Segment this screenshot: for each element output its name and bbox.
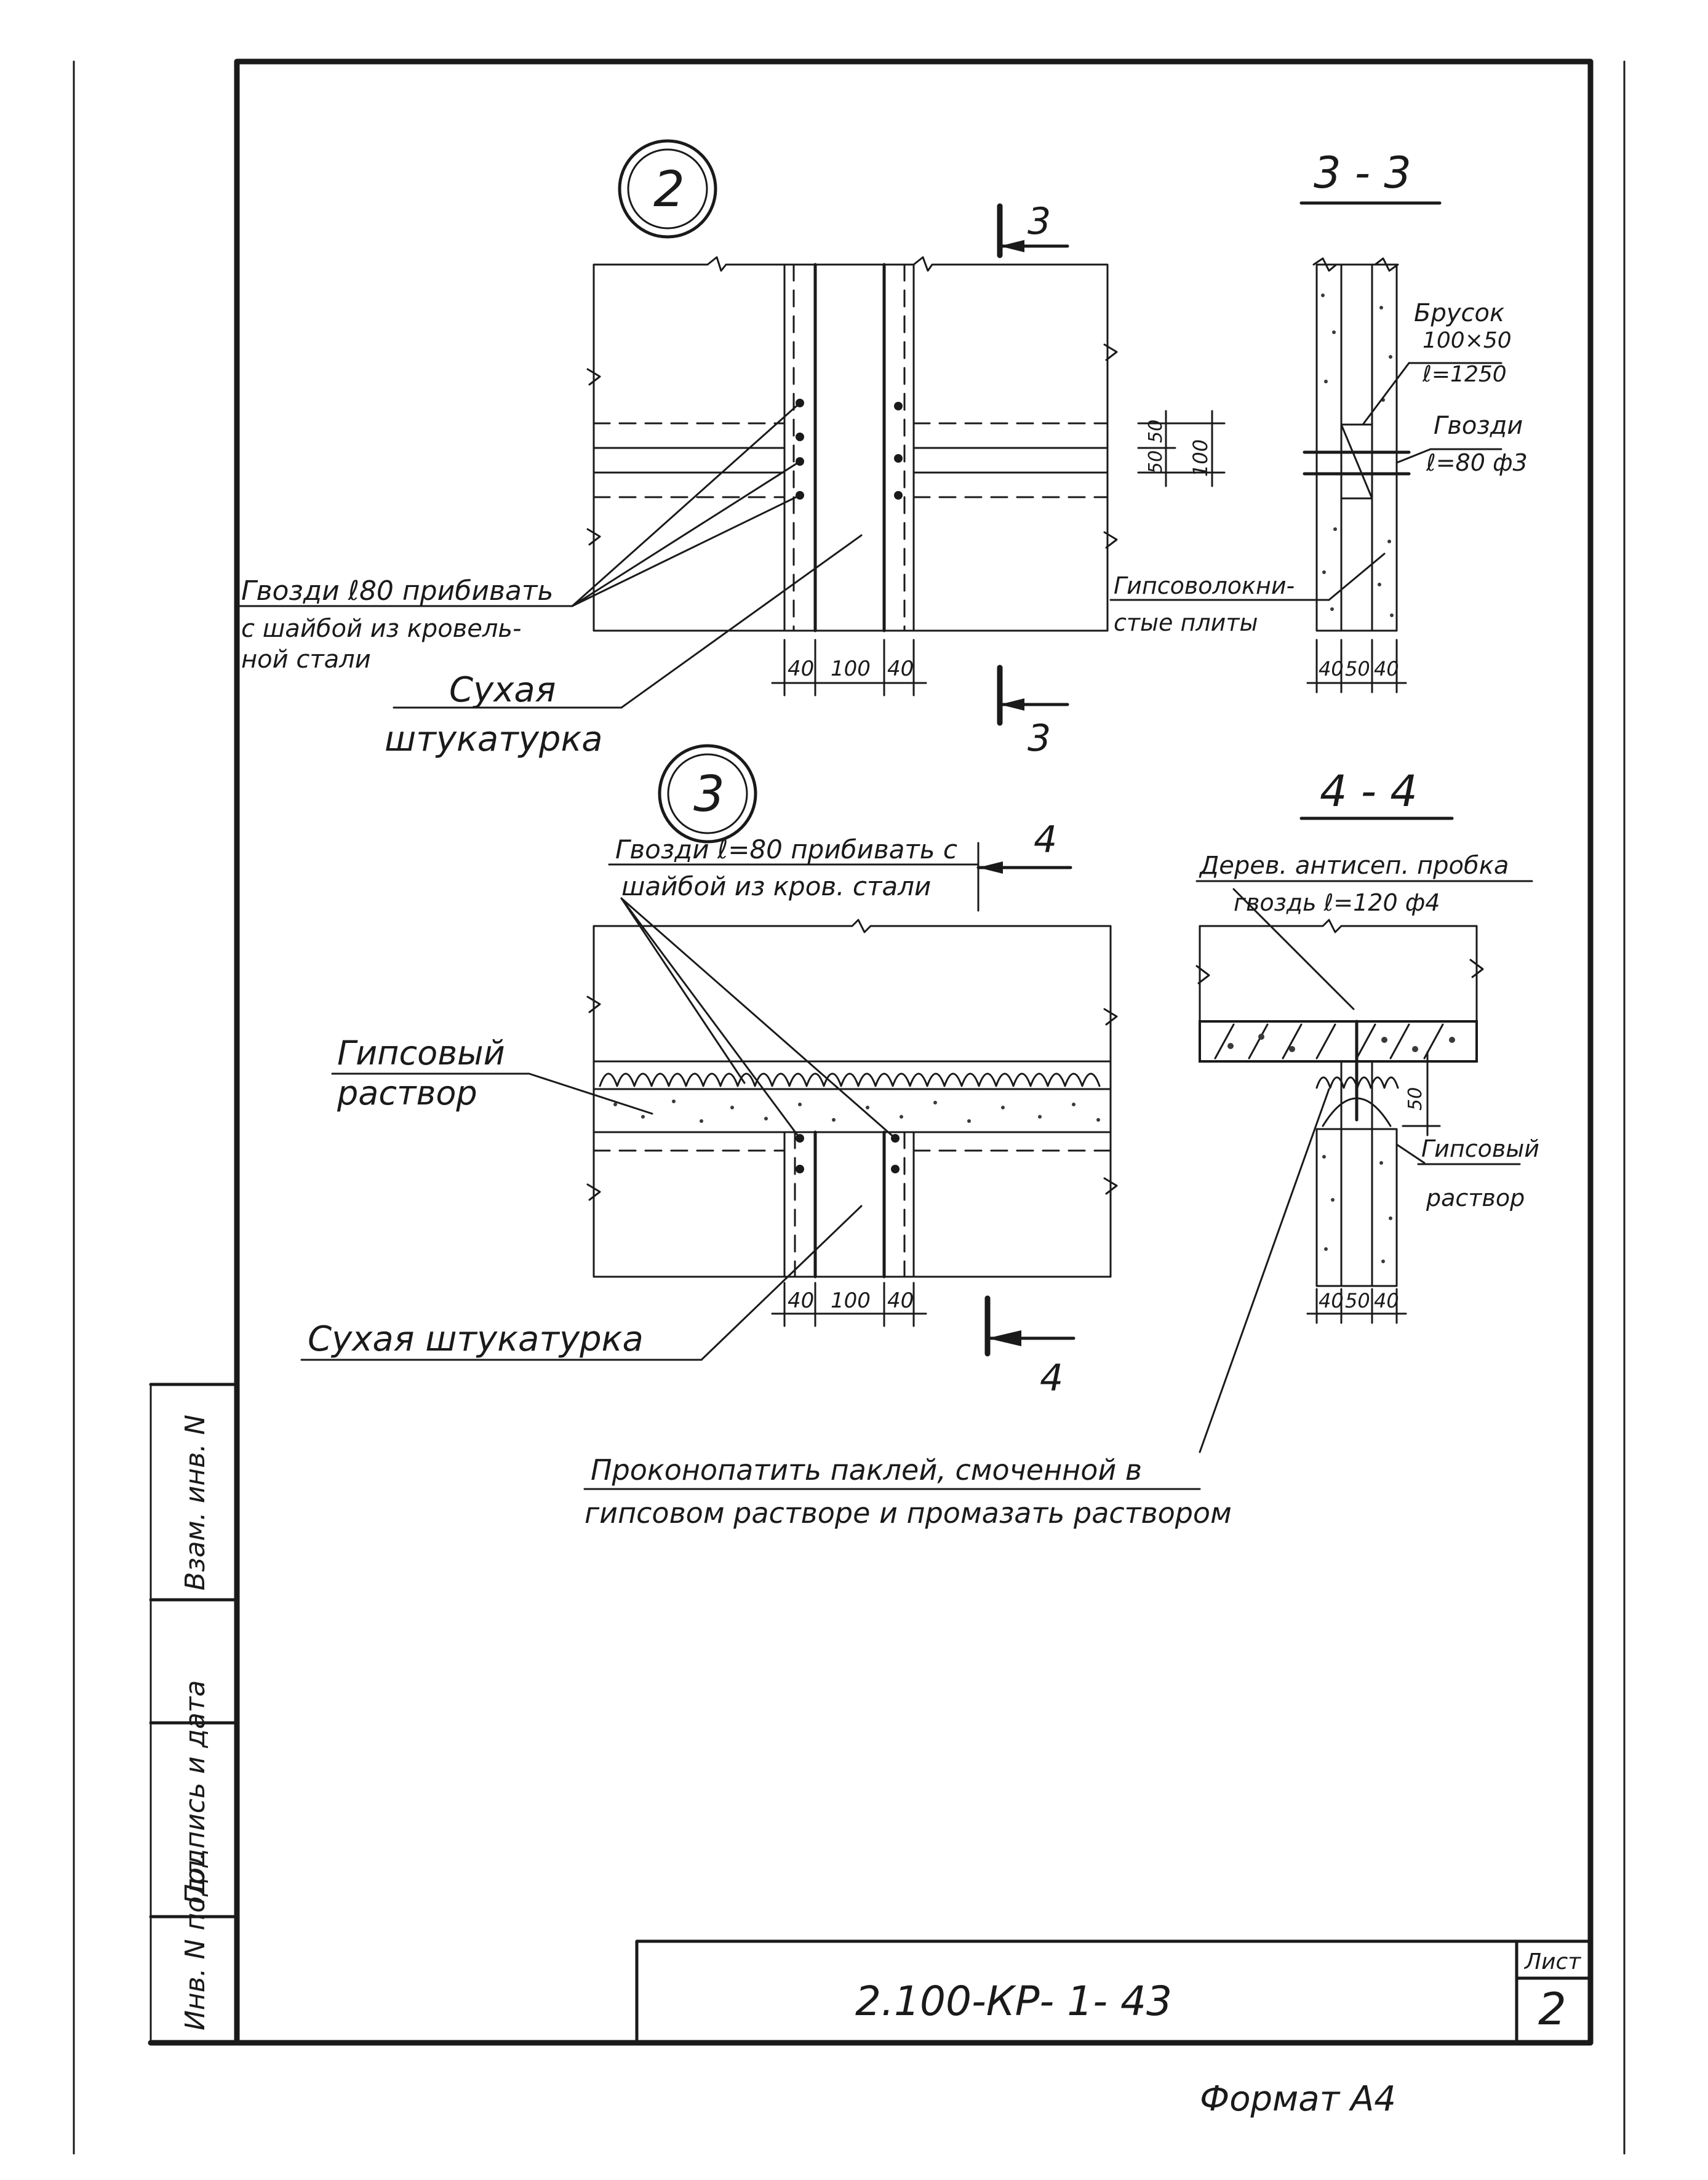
document-code: 2.100-КР- 1- 43 <box>855 1978 1172 2025</box>
detail-3-nails-label-1: Гвозди ℓ=80 прибивать с <box>615 834 957 864</box>
section-4-4-plug-label-1: Дерев. антисеп. пробка <box>1199 852 1509 880</box>
section-3-3-dim-40b: 40 <box>1374 657 1399 681</box>
sheet-frame <box>73 58 1626 2155</box>
detail-3-dim-40a: 40 <box>788 1288 814 1313</box>
section-4-4-plug-label-2: гвоздь ℓ=120 ф4 <box>1234 889 1440 916</box>
section-cut-4-top: 4 <box>1034 818 1057 861</box>
detail-2-nails-label-3: ной стали <box>241 645 371 674</box>
detail-3-dim-100: 100 <box>831 1288 871 1313</box>
detail-2-dim-40a: 40 <box>788 657 814 681</box>
section-4-4-dim-50v: 50 <box>1405 1087 1426 1111</box>
section-cut-3-top: 3 <box>1028 200 1051 243</box>
detail-3-oakum <box>599 1072 1101 1087</box>
detail-3-mortar-texture <box>613 1100 1100 1123</box>
section-3-3-bar-label-1: Брусок <box>1414 299 1504 327</box>
section-4-4-dim-50: 50 <box>1345 1289 1370 1312</box>
detail-3-plaster-label: Сухая штукатурка <box>308 1319 644 1359</box>
detail-2-dim-100v: 100 <box>1189 439 1212 477</box>
stamp-signature-date: Подпись и дата <box>180 1680 211 1904</box>
note-line-2: гипсовом растворе и промазать раствором <box>585 1496 1232 1530</box>
section-4-4-board-texture <box>1322 1155 1392 1263</box>
detail-2-dimension-bottom: 40 100 40 <box>771 639 927 697</box>
sheet-number: 2 <box>1538 1983 1566 2035</box>
detail-2-marker: 2 <box>653 161 685 218</box>
detail-2-dim-50a: 50 <box>1145 450 1167 474</box>
title-block: 2.100-КР- 1- 43 Лист 2 <box>635 1939 1592 2045</box>
section-3-3-board-label-2: стые плиты <box>1114 609 1258 636</box>
detail-2-dimension-right: 50 50 100 <box>1137 410 1226 487</box>
section-3-3-board-label-1: Гипсоволокни- <box>1114 572 1295 599</box>
section-3-3-bar-label-2: 100×50 <box>1423 328 1512 353</box>
detail-3-marker: 3 <box>693 765 725 823</box>
section-3-3-nails-label-1: Гвозди <box>1434 412 1523 440</box>
section-3-3-dimension: 40 50 40 <box>1306 639 1407 693</box>
format-note: Формат А4 <box>1200 2079 1396 2119</box>
detail-3-dimension-bottom: 40 100 40 <box>771 1282 927 1327</box>
detail-3-mortar-label-1: Гипсовый <box>337 1034 505 1072</box>
section-4-4-mortar-label-2: раствор <box>1426 1184 1525 1212</box>
section-4-4-dimension: 40 50 40 <box>1306 1288 1407 1324</box>
detail-2: 2 <box>236 139 1226 760</box>
section-3-3-dim-40a: 40 <box>1319 657 1344 681</box>
detail-2-dim-50b: 50 <box>1145 420 1167 443</box>
detail-3-mortar-label-2: раствор <box>337 1074 477 1112</box>
section-4-4-dim-40b: 40 <box>1374 1289 1399 1312</box>
section-3-3-title: 3 - 3 <box>1314 148 1411 198</box>
detail-2-dim-40b: 40 <box>887 657 914 681</box>
section-cut-3-bottom: 3 <box>1028 717 1051 760</box>
sheet-label: Лист <box>1523 1949 1581 1974</box>
stamp-replaced-inv: Взам. инв. N <box>180 1415 211 1591</box>
section-4-4-dim-40a: 40 <box>1319 1289 1344 1312</box>
detail-3-dim-40b: 40 <box>887 1288 914 1313</box>
section-cut-4: 4 4 <box>976 818 1075 1400</box>
section-cut-4-bottom: 4 <box>1040 1357 1063 1400</box>
detail-2-nails-label-2: с шайбой из кровель- <box>241 615 521 643</box>
detail-2-plaster-label-1: Сухая <box>449 670 556 710</box>
detail-2-plaster-label-2: штукатурка <box>385 719 603 759</box>
detail-3: 3 Гвозди ℓ=80 прибивать с шайбой из кров… <box>300 744 1118 1400</box>
section-3-3-nails-label-2: ℓ=80 ф3 <box>1426 449 1528 476</box>
section-4-4-mortar-label-1: Гипсовый <box>1421 1135 1539 1162</box>
detail-3-nails-label-2: шайбой из кров. стали <box>621 871 931 901</box>
detail-2-dim-100: 100 <box>831 657 871 681</box>
note-line-1: Проконопатить паклей, смоченной в <box>591 1453 1142 1487</box>
side-stamp: Инв. N подл. Подпись и дата Взам. инв. N <box>180 1415 211 2030</box>
section-4-4-title: 4 - 4 <box>1320 766 1418 817</box>
section-4-4: 4 - 4 Дерев. антисеп. пробка гвоздь ℓ=12… <box>1195 766 1539 1453</box>
stamp-inv-original: Инв. N подл. <box>180 1851 211 2030</box>
section-3-3-dim-50: 50 <box>1345 657 1370 681</box>
section-cut-3: 3 3 <box>997 200 1069 760</box>
section-3-3: 3 - 3 Брусок 100×50 ℓ=1250 <box>1109 148 1528 693</box>
general-note: Проконопатить паклей, смоченной в гипсов… <box>583 1453 1232 1530</box>
section-3-3-board-texture <box>1321 293 1394 617</box>
section-3-3-bar-label-3: ℓ=1250 <box>1422 362 1507 387</box>
detail-2-nails-label-1: Гвозди ℓ80 прибивать <box>241 575 553 607</box>
